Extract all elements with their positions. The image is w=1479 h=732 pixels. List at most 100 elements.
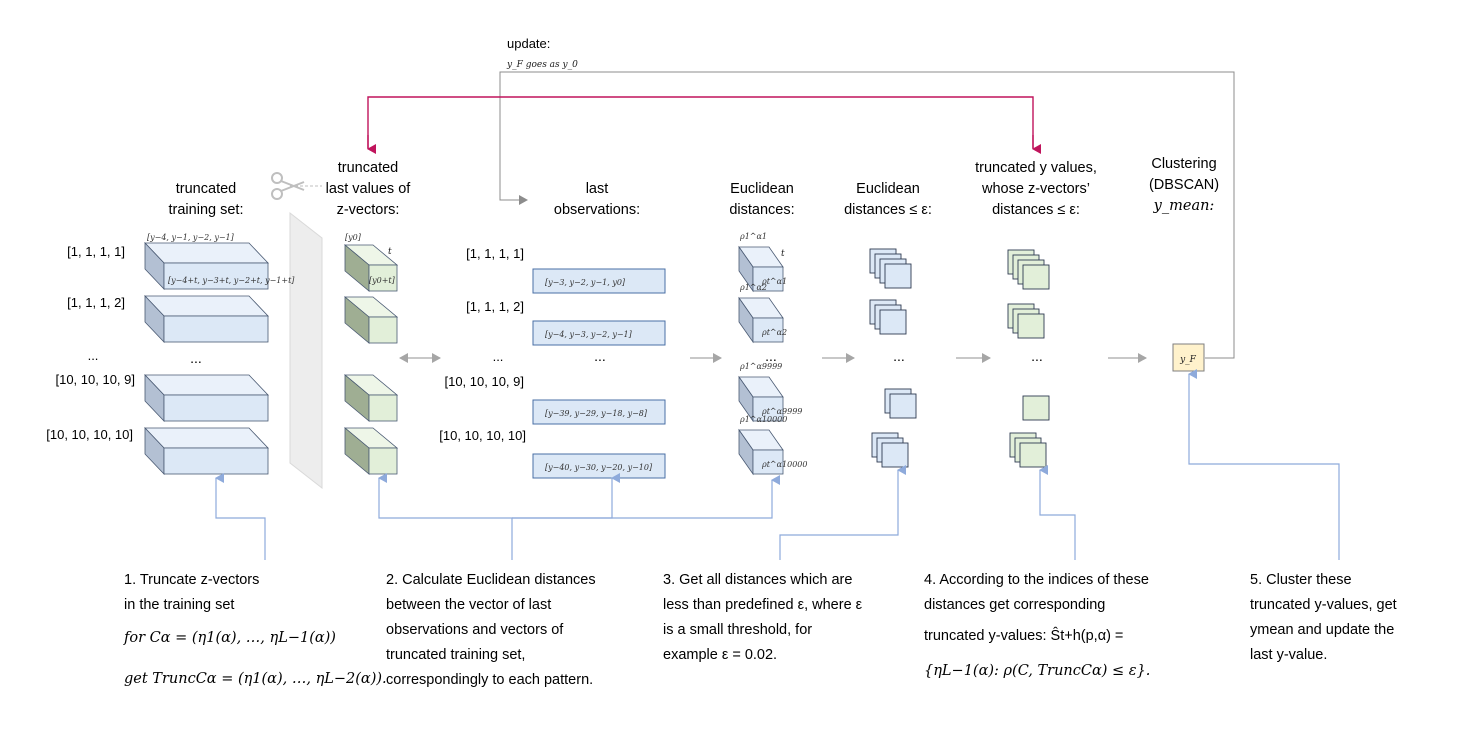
- svg-text:training set:: training set:: [169, 202, 244, 218]
- pattern-label: [10, 10, 10, 10]: [46, 427, 133, 442]
- step1-text: 1. Truncate z-vectors in the training se…: [123, 572, 387, 687]
- svg-text:y_mean:: y_mean:: [1153, 198, 1215, 214]
- svg-text:distances ≤ ε:: distances ≤ ε:: [992, 202, 1080, 218]
- svg-text:observations and vectors of: observations and vectors of: [386, 622, 564, 638]
- svg-text:distances ≤ ε:: distances ≤ ε:: [844, 202, 932, 218]
- y-stack: [1022, 395, 1050, 421]
- observation-label: [y−40, y−30, y−20, y−10]: [545, 463, 653, 472]
- svg-text:last y-value.: last y-value.: [1250, 647, 1327, 663]
- svg-text:whose z-vectors’: whose z-vectors’: [981, 181, 1090, 197]
- distances-ellipsis: ...: [765, 348, 777, 364]
- rho-top-label: ρ1^α9999: [739, 362, 782, 371]
- connector-step3: [779, 465, 906, 560]
- svg-text:4. According to the indices of: 4. According to the indices of these: [924, 572, 1149, 588]
- result-label: y_F: [1179, 355, 1197, 365]
- pattern-label: [1, 1, 1, 1]: [67, 244, 125, 259]
- distances-column: ρ1^α1ρt^α1ρ1^α2ρt^α2ρ1^α9999ρt^α9999ρ1^α…: [738, 232, 807, 476]
- header-zvectors: truncated last values of z-vectors:: [326, 160, 412, 218]
- svg-text:distances get corresponding: distances get corresponding: [924, 597, 1105, 613]
- zvector-box: [343, 374, 399, 422]
- update-loop-arrow: [499, 71, 1235, 359]
- update-label: update:: [507, 36, 550, 51]
- training-box: [144, 241, 269, 291]
- svg-text:distances:: distances:: [729, 202, 794, 218]
- svg-text:observations:: observations:: [554, 202, 640, 218]
- header-truncated-y: truncated y values, whose z-vectors’ dis…: [975, 160, 1097, 218]
- svg-text:correspondingly to each patter: correspondingly to each pattern.: [386, 672, 593, 688]
- pattern-label: [10, 10, 10, 9]: [55, 372, 135, 387]
- svg-text:5. Cluster these: 5. Cluster these: [1250, 572, 1352, 588]
- observation-box: [532, 453, 666, 479]
- connector-step2a: [378, 473, 513, 560]
- eps-stack: [884, 388, 917, 419]
- y-stack: [1007, 303, 1045, 339]
- zvector-box: [343, 296, 399, 344]
- eps-distances-column: [869, 248, 917, 468]
- zvector-front-label: [y0+t]: [369, 276, 396, 285]
- update-formula: y_F goes as y_0: [506, 60, 578, 70]
- connector-step2b: [512, 473, 620, 519]
- rho-front-label: ρt^α9999: [761, 407, 802, 416]
- training-front-label: [y−4+t, y−3+t, y−2+t, y−1+t]: [168, 276, 295, 285]
- svg-text:truncated training set,: truncated training set,: [386, 647, 525, 663]
- observations-column: [y−3, y−2, y−1, y0] [y−4, y−3, y−2, y−1] […: [532, 268, 666, 479]
- svg-text:truncated y values,: truncated y values,: [975, 160, 1097, 176]
- svg-text:1. Truncate z-vectors: 1. Truncate z-vectors: [124, 572, 259, 588]
- connector-step4: [1039, 465, 1076, 560]
- observation-box: [532, 320, 666, 346]
- distance-box: [738, 245, 784, 293]
- header-euclidean-eps: Euclidean distances ≤ ε:: [844, 181, 932, 218]
- eps-ellipsis: ...: [893, 348, 905, 364]
- svg-text:2. Calculate Euclidean distanc: 2. Calculate Euclidean distances: [386, 572, 596, 588]
- observation-box: [532, 399, 666, 425]
- observation-box: [532, 268, 666, 294]
- rho-front-label: ρt^α10000: [761, 460, 807, 469]
- step-connectors: [215, 369, 1340, 560]
- scissors-icon: [271, 172, 322, 200]
- magenta-bracket: [367, 96, 1034, 148]
- rho-front-label: ρt^α1: [761, 277, 787, 286]
- svg-text:get TruncCα = (η1(α), …, ηL−2(: get TruncCα = (η1(α), …, ηL−2(α)).: [124, 671, 387, 687]
- connector-step1: [215, 473, 266, 560]
- svg-text:ymean and update the: ymean and update the: [1250, 622, 1394, 638]
- observations-ellipsis: ...: [594, 348, 606, 364]
- y-stack: [1007, 249, 1050, 290]
- cutting-plane: [289, 211, 323, 490]
- svg-text:truncated: truncated: [176, 181, 236, 197]
- training-top-label: [y−4, y−1, y−2, y−1]: [147, 233, 235, 242]
- observation-label: [y−3, y−2, y−1, y0]: [545, 278, 626, 287]
- observation-label: [y−4, y−3, y−2, y−1]: [545, 330, 633, 339]
- distance-t-label: t: [781, 249, 785, 259]
- svg-text:for Cα = (η1(α), …, ηL−1(α)): for Cα = (η1(α), …, ηL−1(α)): [123, 630, 336, 646]
- header-training-set: truncated training set:: [169, 181, 244, 218]
- obs-pattern-label: [1, 1, 1, 1]: [466, 246, 524, 261]
- observation-pattern-labels: [1, 1, 1, 1] [1, 1, 1, 2] ... [10, 10, 1…: [439, 246, 526, 443]
- svg-text:last: last: [586, 181, 609, 197]
- header-last-observations: last observations:: [554, 181, 640, 218]
- truncated-y-column: [1007, 249, 1050, 468]
- training-pattern-labels: [1, 1, 1, 1] [1, 1, 1, 2] ... [10, 10, 1…: [46, 244, 135, 442]
- svg-text:truncated: truncated: [338, 160, 398, 176]
- connector-step5: [1188, 369, 1340, 560]
- obs-pattern-label: [10, 10, 10, 10]: [439, 428, 526, 443]
- rho-front-label: ρt^α2: [761, 328, 787, 337]
- distance-box: [738, 296, 784, 344]
- zvector-box: [343, 244, 399, 292]
- y-ellipsis: ...: [1031, 348, 1043, 364]
- header-euclidean: Euclidean distances:: [729, 181, 794, 218]
- svg-text:{ηL−1(α): ρ(C, TruncCα) ≤ ε}.: {ηL−1(α): ρ(C, TruncCα) ≤ ε}.: [924, 663, 1150, 679]
- training-box: [144, 426, 269, 476]
- step2-text: 2. Calculate Euclidean distances between…: [386, 572, 596, 688]
- zvector-t-label: t: [388, 247, 392, 257]
- obs-pattern-label: [1, 1, 1, 2]: [466, 299, 524, 314]
- rho-top-label: ρ1^α10000: [739, 415, 787, 424]
- header-clustering: Clustering (DBSCAN) y_mean:: [1149, 156, 1219, 214]
- y-stack: [1009, 432, 1047, 468]
- svg-text:truncated y-values, get: truncated y-values, get: [1250, 597, 1397, 613]
- training-box: [144, 294, 269, 344]
- pattern-label: ...: [88, 348, 99, 363]
- svg-text:last values of: last values of: [326, 181, 412, 197]
- step3-text: 3. Get all distances which are less than…: [663, 572, 863, 663]
- svg-text:(DBSCAN): (DBSCAN): [1149, 177, 1219, 193]
